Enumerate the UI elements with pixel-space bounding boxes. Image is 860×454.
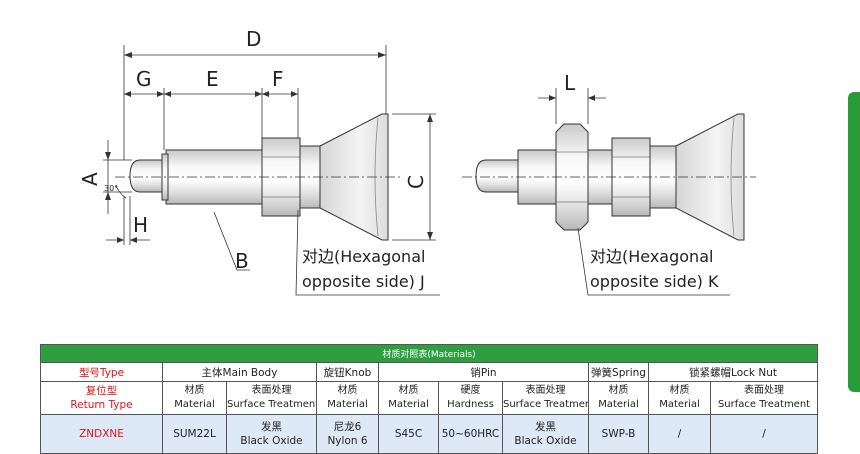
pin-material: S45C <box>378 414 439 454</box>
arrowheads-left <box>105 52 433 243</box>
dim-A: A <box>78 172 102 186</box>
lock-nut-material: / <box>648 414 711 454</box>
dim-G: G <box>136 67 152 91</box>
dim-C: C <box>404 175 428 189</box>
table-title: 材质对照表(Materials) <box>39 344 819 363</box>
dim-E: E <box>206 67 219 91</box>
dimension-lines-right <box>538 88 730 296</box>
return-type-en: Return Type <box>70 399 133 411</box>
callout-k-line2: opposite side) K <box>590 272 719 291</box>
return-type-label: 复位型 Return Type <box>40 381 163 415</box>
lock-nut-surface: / <box>709 414 819 454</box>
callout-k-line1: 对边(Hexagonal <box>590 247 713 266</box>
callout-j-line1: 对边(Hexagonal <box>302 247 425 266</box>
dimension-letters-right: L 对边(Hexagonal opposite side) K <box>564 71 719 291</box>
dim-H: H <box>133 213 148 237</box>
dimension-letters-left: D G E F A 30° H B C 对边(Hexagonal opposit… <box>78 27 428 291</box>
header-knob: 旋钮Knob <box>316 362 379 382</box>
arrowheads-right <box>549 95 595 101</box>
header-type: 型号Type <box>40 362 163 382</box>
angle-label: 30° <box>104 184 118 193</box>
accent-bar <box>848 92 860 392</box>
technical-drawing: D G E F A 30° H B C 对边(Hexagonal opposit… <box>78 27 756 296</box>
spring-material: SWP-B <box>588 414 649 454</box>
pin-hardness: 50~60HRC <box>438 414 503 454</box>
header-pin: 销Pin <box>378 362 589 382</box>
dim-D: D <box>246 27 261 51</box>
materials-table: 材质对照表(Materials) 型号Type 主体Main Body 旋钮Kn… <box>39 344 819 454</box>
header-main-body: 主体Main Body <box>162 362 317 382</box>
pin-tip-right <box>475 159 519 193</box>
dimension-lines-left <box>103 45 440 296</box>
dim-F: F <box>272 67 284 91</box>
pin-tip-left <box>129 159 163 193</box>
dim-B: B <box>235 249 249 273</box>
plunger-left <box>115 113 400 241</box>
main-body-material: SUM22L <box>162 414 227 454</box>
dim-L: L <box>564 71 576 95</box>
header-lock-nut: 锁紧螺帽Lock Nut <box>647 362 819 382</box>
callout-j-line2: opposite side) J <box>302 272 425 291</box>
model-code: ZNDXNE <box>40 414 163 454</box>
plunger-right <box>462 113 756 241</box>
header-spring: 弹簧Spring <box>588 362 649 382</box>
return-type-cn: 复位型 <box>85 385 118 397</box>
